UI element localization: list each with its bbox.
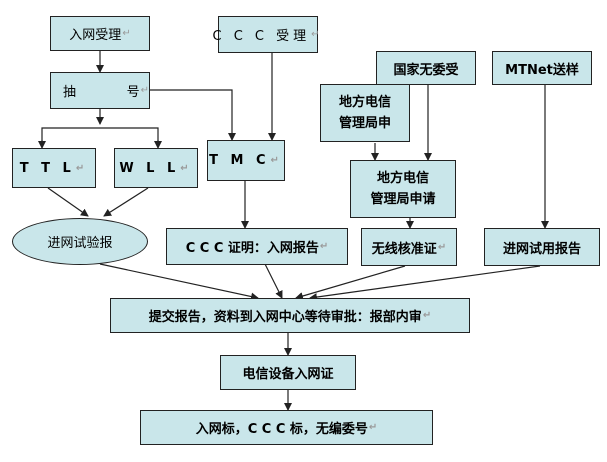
arrow-ccc-cert-to-submit: [264, 263, 283, 299]
return-mark: ↵: [140, 85, 149, 96]
node-local-telecom-line2: 管理局申: [338, 116, 391, 131]
node-local-telecom-apply-line2: 管理局申请: [370, 192, 436, 207]
return-mark: ↵: [122, 28, 131, 39]
node-number-label-hao: 号: [126, 85, 140, 100]
node-number: 抽 号↵: [50, 72, 150, 109]
return-mark: ↵: [270, 155, 283, 166]
node-trial-report: 进网试用报告: [484, 228, 600, 266]
node-mtnet-label: MTNet送样: [505, 62, 579, 78]
node-wll: W L L↵: [114, 148, 198, 188]
arrow-ttl-to-report: [47, 187, 89, 217]
return-mark: ↵: [422, 310, 432, 321]
node-state-radio: 国家无委受: [376, 51, 476, 85]
node-ttl-label: T T L: [19, 160, 75, 176]
return-mark: ↵: [368, 422, 378, 433]
return-mark: ↵: [180, 162, 193, 174]
node-number-label-chou: 抽: [63, 85, 77, 100]
node-ccc-accept-label: C C C 受理: [212, 29, 311, 44]
node-network-access-cert-label: 电信设备入网证: [242, 367, 334, 382]
node-local-telecom-apply-line1: 地方电信: [376, 171, 429, 186]
node-wll-label: W L L: [119, 160, 180, 176]
arrow-wll-to-report: [103, 187, 149, 217]
node-accept-label: 入网受理: [69, 28, 122, 43]
node-entry-test-report-label: 进网试验报: [47, 236, 113, 251]
node-access-mark: 入网标，C C C 标，无编委号↵: [140, 410, 433, 445]
arrow-license-to-submit: [295, 265, 406, 300]
node-radio-license: 无线核准证↵: [361, 228, 457, 266]
arrow-report-to-submit: [99, 263, 259, 301]
arrow-number-to-tmc: [150, 89, 236, 141]
arrow-trial-to-submit: [309, 265, 541, 301]
return-mark: ↵: [319, 241, 329, 252]
node-tmc: T M C↵: [207, 140, 285, 181]
node-ttl: T T L↵: [12, 148, 96, 188]
node-ccc-cert-label: C C C 证明：入网报告: [185, 241, 319, 256]
node-local-telecom-apply: 地方电信 管理局申请: [350, 160, 456, 218]
return-mark: ↵: [311, 29, 324, 40]
return-mark: ↵: [75, 162, 89, 174]
node-submit-report-label: 提交报告，资料到入网中心等待审批：报部内审: [148, 310, 422, 325]
node-network-access-cert: 电信设备入网证: [220, 355, 356, 390]
arrow-number-to-ttl-wll: [41, 127, 159, 146]
node-submit-report: 提交报告，资料到入网中心等待审批：报部内审↵: [110, 298, 470, 333]
node-local-telecom-line1: 地方电信: [338, 95, 391, 110]
node-ccc-cert: C C C 证明：入网报告↵: [166, 228, 348, 265]
node-ccc-accept: C C C 受理↵: [212, 16, 319, 53]
node-trial-report-label: 进网试用报告: [502, 241, 581, 257]
node-radio-license-label: 无线核准证: [371, 241, 437, 257]
node-entry-test-report: 进网试验报: [12, 218, 148, 265]
node-local-telecom: 地方电信 管理局申: [320, 84, 410, 142]
node-access-mark-label: 入网标，C C C 标，无编委号: [195, 422, 368, 437]
node-tmc-label: T M C: [209, 153, 270, 168]
node-mtnet: MTNet送样: [492, 51, 592, 85]
node-accept: 入网受理↵: [50, 16, 150, 51]
node-state-radio-label: 国家无委受: [393, 62, 459, 78]
return-mark: ↵: [437, 241, 447, 253]
